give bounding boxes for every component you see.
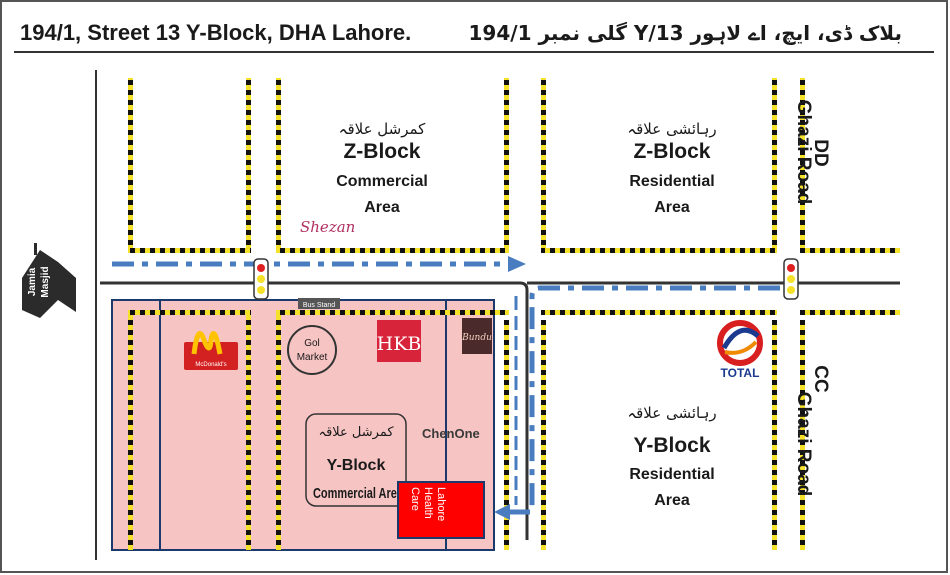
zone-block-label: Z-Block [633,140,710,163]
ghazi-road-label-top: Ghazi Road [793,100,814,205]
total-logo-icon [717,320,763,366]
bundu-landmark: Bundu [461,318,492,354]
road-edges [128,78,900,550]
gol-market-label: Market [297,352,328,363]
bus-stand-label: Bus Stand [303,302,335,309]
zone-type-label: Area [654,199,690,216]
zone-type-label: Commercial [336,173,428,190]
gol-market-landmark: Gol Market [287,325,337,375]
zone-type-label: Commercial Area [313,485,403,502]
zone-type-label: Area [654,492,690,509]
chenone-label: ChenOne [422,426,480,441]
main-road [100,281,529,540]
destination-line: Lahore [435,487,447,522]
destination-line: Care [409,487,421,511]
cc-label: CC [810,365,831,393]
zone-block-label: Z-Block [343,140,420,163]
zone-block-label: Y-Block [633,434,710,457]
total-label: TOTAL [721,366,760,380]
mosque-label: Masjid [40,266,51,297]
mosque-icon [22,250,76,318]
mcdonalds-landmark: McDonald's [184,331,238,370]
zone-urdu-label: رہائشی علاقہ [627,404,716,422]
zone-y-residential: رہائشی علاقہ Y-Block Residential Area [627,404,716,509]
shezan-logo: Shezan [300,218,355,236]
zone-type-label: Residential [629,173,714,190]
address-english: 194/1, Street 13 Y-Block, DHA Lahore. [20,20,411,45]
total-landmark: TOTAL [717,320,763,380]
hkb-label: HKB [377,333,422,355]
zone-block-label: Y-Block [327,457,386,474]
destination-marker [397,481,485,539]
traffic-signal-icon [253,258,269,300]
gol-market-label: Gol [304,338,320,349]
hkb-landmark: HKB [377,320,422,362]
route-path [112,256,780,520]
route-arrow-icon [508,256,526,272]
mosque-landmark: Jamia Masjid [22,243,76,318]
zone-z-residential: رہائشی علاقہ Z-Block Residential Area [627,120,716,216]
zone-urdu-label: رہائشی علاقہ [627,120,716,138]
header: 194/1, Street 13 Y-Block, DHA Lahore. 19… [14,20,934,53]
bus-stand-sign [298,298,340,309]
route-arrow-icon [494,504,510,520]
destination-line: Health [422,487,434,519]
ghazi-road-label-bottom: Ghazi Road [793,392,814,497]
mcdonalds-label: McDonald's [195,362,226,368]
bundu-label: Bundu [461,333,492,343]
zone-urdu-label: کمرشل علاقہ [318,425,394,440]
traffic-signal-icon [783,258,799,300]
zone-urdu-label: کمرشل علاقہ [339,120,427,138]
mcdonalds-logo-icon [191,331,223,355]
zone-type-label: Residential [629,466,714,483]
zone-type-label: Area [364,199,400,216]
zone-y-commercial: کمرشل علاقہ Y-Block Commercial Area [305,413,407,507]
mosque-label: Jamia [27,267,38,296]
destination-label: Lahore Health Care [408,487,447,521]
address-urdu: 194/1 گلی نمبر Y/13 بلاک ڈی، ایچ، اے لاہ… [469,21,902,45]
zone-z-commercial: کمرشل علاقہ Z-Block Commercial Area Shez… [300,120,428,236]
dd-label: DD [810,139,831,166]
